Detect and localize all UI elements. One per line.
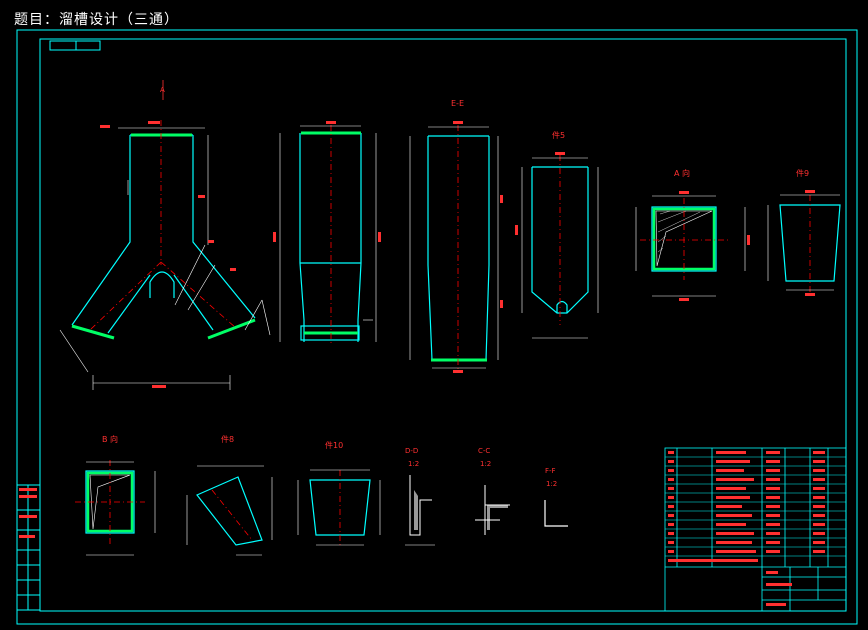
parts-list-text-marks	[668, 451, 825, 606]
section-c-c-label: C-C	[478, 447, 490, 455]
main-view-y-chute: A	[59, 80, 271, 390]
strip-text-mark	[19, 515, 37, 518]
strip-text-mark	[19, 535, 35, 538]
section-f-f-label: F-F	[545, 467, 556, 475]
section-e-e: E-E	[409, 99, 503, 373]
page-title: 题目：溜槽设计（三通）	[14, 12, 179, 28]
parts-list-rows	[665, 456, 846, 557]
sheet-frame	[16, 29, 858, 625]
section-c-c: C-C 1:2	[475, 447, 510, 535]
left-strip	[17, 484, 40, 611]
strip-text-mark	[19, 488, 37, 491]
part-8-view: 件8	[186, 434, 273, 556]
strip-text-mark	[19, 495, 37, 498]
section-f-f-scale: 1:2	[546, 480, 557, 488]
part-5-label: 件5	[552, 130, 565, 140]
part-10-label: 件10	[325, 440, 343, 450]
b-view-label: B 向	[102, 434, 118, 444]
b-view: B 向	[75, 434, 156, 556]
title-block	[664, 447, 847, 612]
front-view	[273, 121, 381, 345]
part-5-view: 件5	[515, 130, 599, 339]
main-view-label: A	[160, 86, 165, 94]
part-9-view: 件9	[767, 168, 841, 296]
a-view: A 向	[635, 168, 750, 301]
part-10-view: 件10	[297, 440, 381, 546]
part-8-label: 件8	[221, 434, 234, 444]
section-f-f: F-F 1:2	[544, 467, 568, 527]
section-e-e-label: E-E	[451, 99, 464, 108]
section-d-d: D-D 1:2	[405, 447, 435, 546]
section-d-d-label: D-D	[405, 447, 418, 455]
section-d-d-scale: 1:2	[408, 460, 419, 468]
part-9-label: 件9	[796, 168, 809, 178]
section-c-c-scale: 1:2	[480, 460, 491, 468]
a-view-label: A 向	[674, 168, 690, 178]
